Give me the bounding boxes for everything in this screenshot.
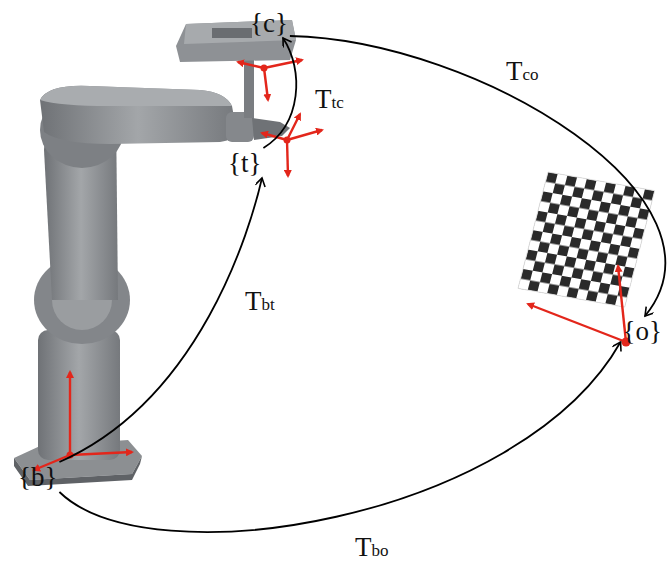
- frame-name: {o}: [623, 316, 662, 346]
- transform-curve: [59, 178, 262, 462]
- frame-origins: [67, 65, 631, 459]
- robot-arm: [14, 20, 296, 486]
- transform-curve: [263, 38, 296, 148]
- frame-label: {t}: [226, 148, 263, 178]
- transform-label: Tbt: [242, 286, 278, 320]
- transform-label: Ttc: [312, 84, 347, 118]
- frame-label: {c}: [248, 8, 290, 38]
- transform-label: Tbo: [352, 532, 392, 566]
- frame-name: {b}: [18, 462, 57, 492]
- frame-label: {b}: [16, 462, 59, 492]
- transform-label: Tco: [503, 56, 542, 90]
- checkerboard: [518, 172, 655, 307]
- transform-curve: [290, 36, 665, 316]
- frame-name: {t}: [228, 148, 261, 178]
- frame-name: {c}: [250, 8, 288, 38]
- frame-axes: [34, 60, 626, 470]
- transform-curve: [59, 342, 620, 532]
- frame-label: {o}: [621, 316, 664, 346]
